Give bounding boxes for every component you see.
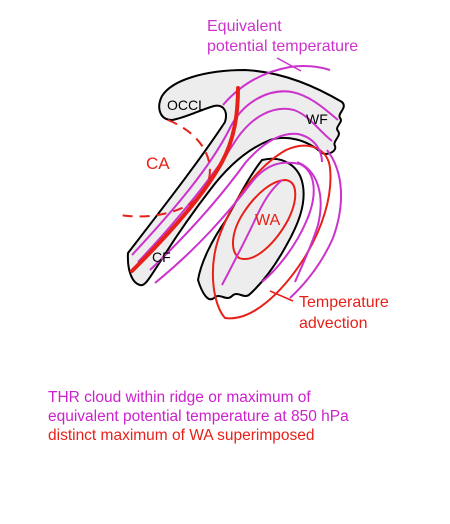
temperature-advection-isoline-outer [211, 144, 332, 320]
temperature-advection-leader-line [269, 290, 294, 302]
equivalent-potential-temperature-isoline-8 [289, 149, 342, 299]
wa-label: WA [255, 212, 281, 229]
cloud-shape-main [126, 69, 345, 287]
ca-label: CA [146, 154, 170, 173]
front-line [130, 86, 240, 273]
cf-label: CF [152, 249, 171, 265]
equivalent-potential-temperature-leader-line [276, 57, 302, 72]
equivalent-potential-temperature-isoline-6 [221, 179, 283, 286]
temperature-advection-label-line2: advection [299, 315, 368, 332]
equivalent-potential-temperature-isoline-3 [137, 107, 333, 263]
caption: THR cloud within ridge or maximum of equ… [48, 388, 428, 445]
occl-label: OCCL [167, 97, 206, 113]
caption-line-3: distinct maximum of WA superimposed [48, 427, 315, 444]
equivalent-potential-temperature-label-line2: potential temperature [207, 38, 358, 55]
temperature-advection-isoline-inner [232, 178, 297, 260]
temperature-advection-label-line1: Temperature [299, 294, 389, 311]
caption-line-1: THR cloud within ridge or maximum of [48, 389, 311, 406]
equivalent-potential-temperature-isoline-7 [294, 161, 322, 283]
equivalent-potential-temperature-isoline-2 [131, 90, 339, 256]
equivalent-potential-temperature-label-line1: Equivalent [207, 18, 282, 35]
caption-line-2: equivalent potential temperature at 850 … [48, 408, 349, 425]
equivalent-potential-temperature-isoline-4 [149, 132, 323, 271]
cold-advection-isoline-dashed [119, 119, 211, 218]
wf-label: WF [306, 111, 328, 127]
